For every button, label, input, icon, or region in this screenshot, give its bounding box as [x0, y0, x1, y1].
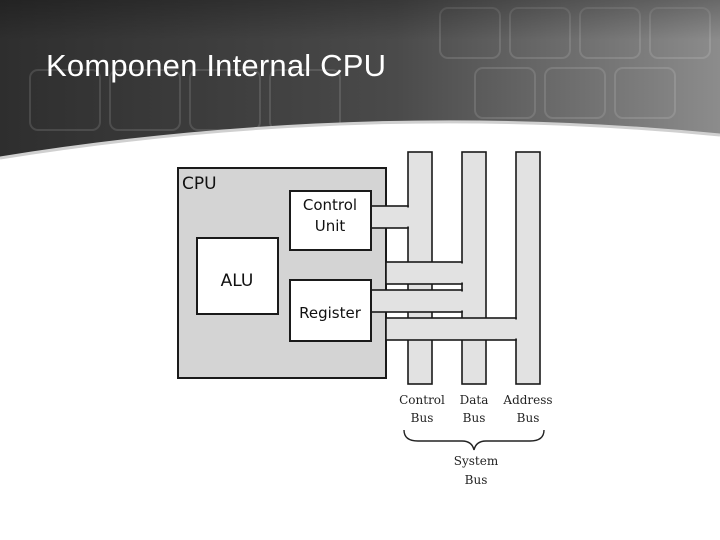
data-bus-bar — [461, 151, 487, 385]
control-bus-label-line1: Control — [399, 393, 445, 407]
control-unit-box — [289, 190, 372, 251]
connector-cpu-bottom — [385, 317, 517, 341]
control-unit-label-line1: Control — [303, 196, 357, 214]
address-bus-bar — [515, 151, 541, 385]
control-bus-label-line2: Bus — [411, 411, 434, 425]
system-bus-label-line2: Bus — [465, 473, 488, 487]
system-bus-label-line1: System — [454, 454, 499, 468]
system-bus-brace — [403, 429, 545, 451]
data-bus-label-line1: Data — [460, 393, 489, 407]
register-box — [289, 279, 372, 342]
address-bus-label-line2: Bus — [517, 411, 540, 425]
control-unit-label-line2: Unit — [315, 217, 346, 235]
address-bus-label-line1: Address — [502, 393, 552, 407]
alu-label: ALU — [221, 271, 254, 291]
register-label: Register — [299, 304, 362, 322]
slide-title: Komponen Internal CPU — [46, 48, 387, 83]
connector-control-unit — [370, 205, 409, 229]
data-bus-label-line2: Bus — [463, 411, 486, 425]
header-banner — [0, 0, 720, 160]
alu-box — [196, 237, 279, 315]
cpu-label: CPU — [182, 174, 217, 194]
